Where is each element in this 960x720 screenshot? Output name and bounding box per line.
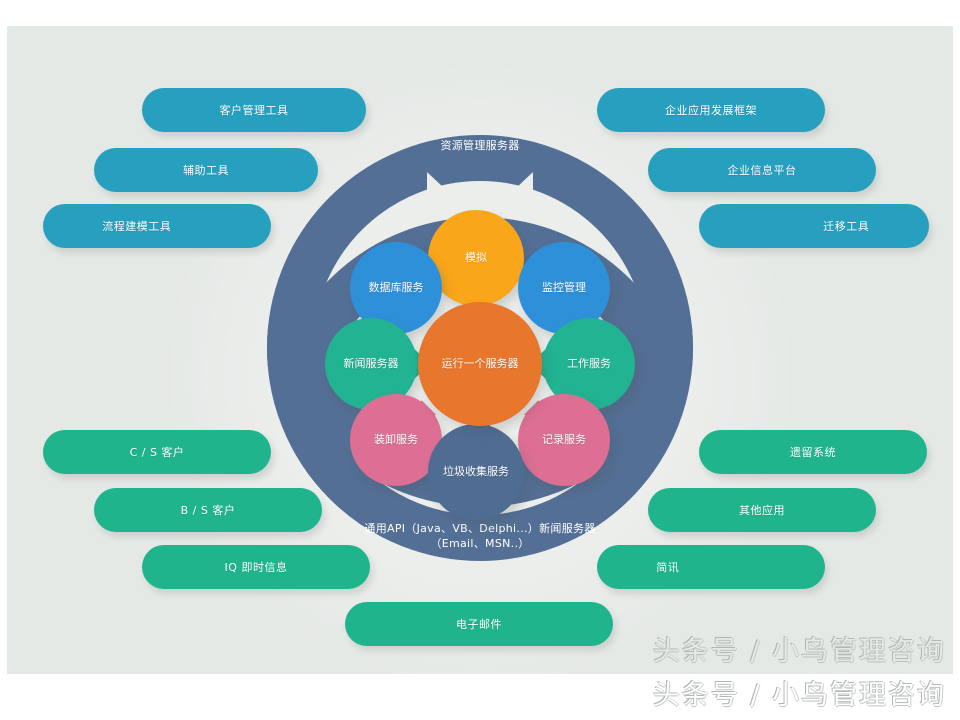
bottom-arc-label-line1: 通用API（Java、VB、Delphi...）新闻服务器 (364, 522, 596, 535)
pill-enterprise-info-platform-label: 企业信息平台 (727, 164, 797, 177)
circle-monitor-management-label: 监控管理 (542, 281, 586, 294)
pill-email-label: 电子邮件 (456, 618, 502, 631)
diagram-slide: 资源管理服务器 通用API（Java、VB、Delphi...）新闻服务器 （E… (7, 26, 953, 674)
pill-email[interactable]: 电子邮件 (345, 602, 613, 646)
watermark: 头条号 / 小鸟管理咨询 (652, 680, 946, 711)
pill-migration-tool[interactable]: 迁移工具 (699, 204, 929, 248)
circle-news-server[interactable]: 新闻服务器 (325, 318, 417, 410)
circle-simulation-label: 模拟 (465, 251, 487, 264)
pill-customer-management-tool[interactable]: 客户管理工具 (142, 88, 366, 132)
pill-migration-tool-label: 迁移工具 (823, 220, 870, 233)
pill-bs-client[interactable]: B / S 客户 (94, 488, 322, 532)
pill-enterprise-app-framework[interactable]: 企业应用发展框架 (597, 88, 825, 132)
top-arc-label: 资源管理服务器 (440, 139, 520, 152)
circle-simulation[interactable]: 模拟 (428, 210, 524, 306)
pill-iq-instant-info[interactable]: IQ 即时信息 (142, 545, 370, 589)
pill-auxiliary-tool-label: 辅助工具 (183, 164, 229, 177)
pill-process-modeling-tool-label: 流程建模工具 (102, 220, 172, 233)
pill-other-apps[interactable]: 其他应用 (648, 488, 876, 532)
pill-enterprise-app-framework-label: 企业应用发展框架 (665, 104, 757, 117)
pill-iq-instant-info-label: IQ 即时信息 (224, 561, 288, 574)
pill-sms-label: 简讯 (656, 561, 680, 574)
circle-loading-service[interactable]: 装卸服务 (350, 394, 442, 486)
circle-center-label: 运行一个服务器 (441, 357, 519, 370)
pill-legacy-system[interactable]: 遗留系统 (699, 430, 927, 474)
pill-bs-client-label: B / S 客户 (180, 504, 236, 517)
pill-process-modeling-tool[interactable]: 流程建模工具 (43, 204, 271, 248)
pill-enterprise-info-platform[interactable]: 企业信息平台 (648, 148, 876, 192)
circle-database-service-label: 数据库服务 (368, 281, 424, 294)
circle-news-server-label: 新闻服务器 (343, 357, 399, 370)
circle-garbage-collection-label: 垃圾收集服务 (443, 465, 509, 478)
circle-loading-service-label: 装卸服务 (374, 433, 418, 446)
circle-record-service-label: 记录服务 (542, 433, 586, 446)
pill-other-apps-label: 其他应用 (739, 504, 785, 517)
circle-record-service[interactable]: 记录服务 (518, 394, 610, 486)
pill-legacy-system-label: 遗留系统 (790, 446, 836, 459)
circle-garbage-collection[interactable]: 垃圾收集服务 (428, 424, 524, 520)
pill-sms[interactable]: 简讯 (597, 545, 825, 589)
pill-auxiliary-tool[interactable]: 辅助工具 (94, 148, 318, 192)
pill-cs-client[interactable]: C / S 客户 (43, 430, 271, 474)
circle-work-service-label: 工作服务 (567, 357, 611, 370)
pill-cs-client-label: C / S 客户 (129, 446, 185, 459)
circle-center-run-a-server[interactable]: 运行一个服务器 (418, 302, 542, 426)
watermark-on-slide: 头条号 / 小鸟管理咨询 (652, 636, 946, 667)
bottom-arc-label-line2: （Email、MSN..） (430, 537, 530, 550)
pill-customer-management-tool-label: 客户管理工具 (219, 104, 289, 117)
